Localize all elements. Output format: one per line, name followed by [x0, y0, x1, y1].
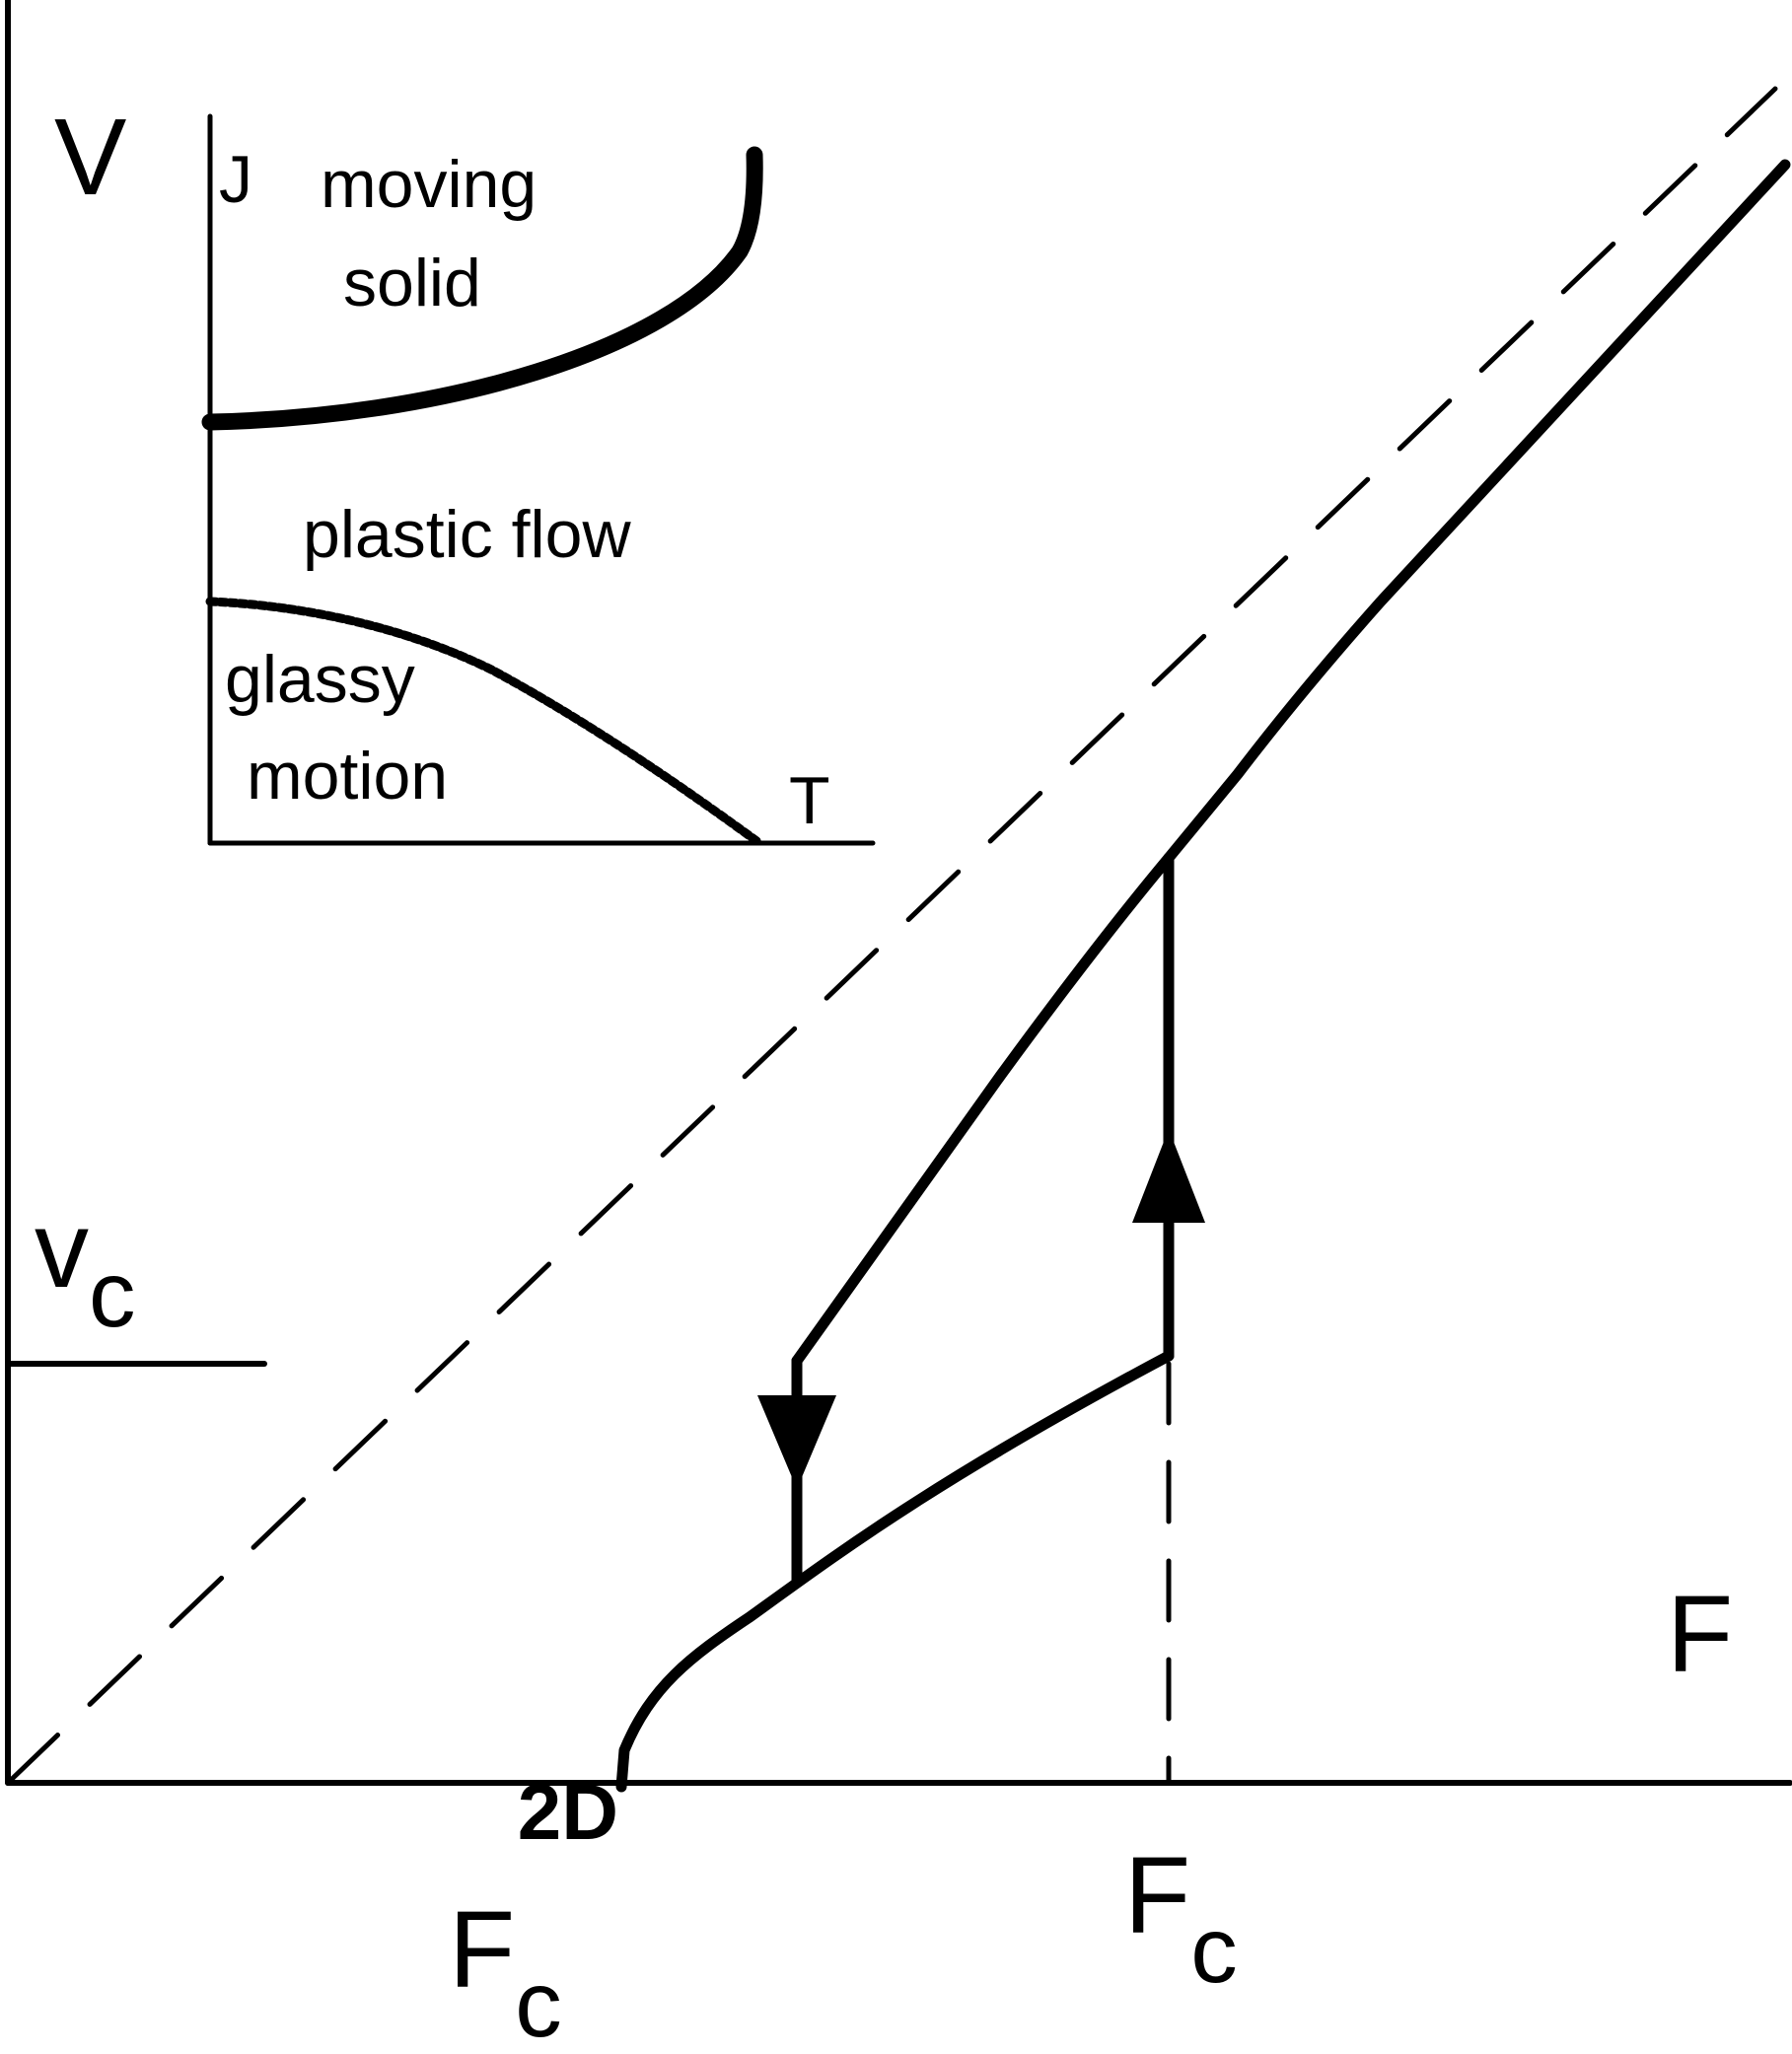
x-axis-label-f: F: [1667, 1574, 1733, 1695]
fc-label: Fc: [1124, 1835, 1238, 2003]
inset-x-axis-label-t: T: [789, 763, 830, 838]
up-arrow-icon: [1132, 1129, 1205, 1223]
inset-phase-diagram: J T moving solid plastic flow glassy mot…: [201, 113, 876, 848]
dashed-reference-diagonal: [5, 86, 1778, 1786]
fc2d-label: Fc2D: [449, 1768, 618, 2054]
upper-branch-curve: [791, 159, 1791, 1367]
down-arrow-icon: [757, 1395, 836, 1489]
glassy-motion-region-line1: glassy: [225, 642, 415, 717]
moving-solid-boundary: [201, 146, 763, 431]
y-axis-label-v: V: [54, 97, 126, 218]
lower-branch-curve: [615, 1350, 1175, 1793]
moving-solid-region-line2: solid: [343, 246, 481, 320]
inset-y-axis-label-j: J: [219, 142, 252, 217]
moving-solid-region-line1: moving: [321, 147, 537, 222]
plastic-flow-region: plastic flow: [303, 497, 631, 572]
glassy-boundary-dashed: [205, 597, 764, 848]
vc-label: vc: [35, 1189, 136, 1347]
glassy-motion-region-line2: motion: [247, 739, 448, 814]
